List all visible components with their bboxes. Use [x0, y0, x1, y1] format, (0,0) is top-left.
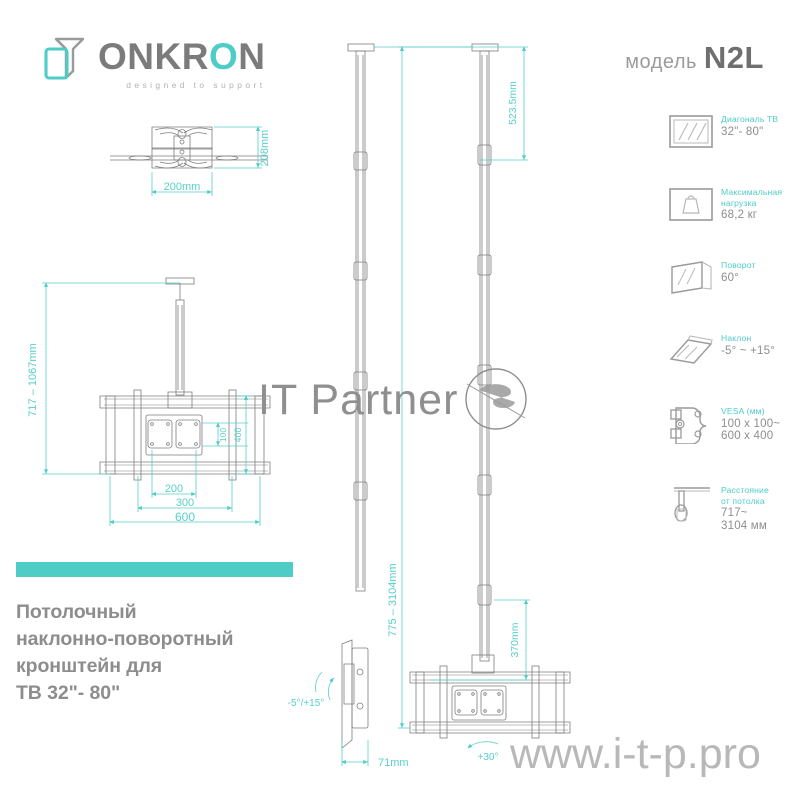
logo-word-accent: O [208, 36, 239, 77]
brand-logo: ONKRON designed to support [42, 36, 265, 90]
angle-swivel-label: +30° [478, 752, 499, 763]
spec-row-swivel: Поворот 60° [668, 258, 798, 310]
model-title: модель N2L [625, 40, 764, 76]
dim-depth-71: 71mm [378, 757, 409, 769]
description-accent-bar [16, 562, 293, 577]
swivel-rotation-icon [671, 261, 712, 294]
spec-row-tilt: Наклон -5° ~ +15° [668, 331, 798, 383]
max-load-weight-icon [669, 188, 713, 221]
spec-label: Диагональ ТВ [721, 114, 779, 124]
dim-total-height: 775 – 3104mm [387, 563, 399, 636]
dim-ceiling-top-523: 523.5mm [507, 81, 519, 125]
tv-diagonal-icon [669, 115, 713, 148]
dim-side-view-height: 717 – 1067mm [27, 343, 39, 416]
spec-value: 717~ 3104 мм [721, 507, 767, 532]
model-word-label: модель [625, 51, 697, 73]
tilt-icon [669, 335, 713, 364]
spec-value: 68,2 кг [721, 209, 758, 221]
dim-top-view-width: 200mm [164, 181, 201, 193]
watermark-it-partner: IT Partner [258, 376, 459, 424]
spec-row-max-load: Максимальная нагрузка 68,2 кг [668, 185, 798, 237]
logo-wordmark: ONKRON [98, 38, 265, 75]
dim-rail-width-300: 300 [176, 497, 194, 509]
logo-word-part1: ONKR [98, 36, 209, 77]
dim-top-view-height: 208mm [259, 130, 271, 167]
logo-tagline: designed to support [126, 80, 266, 90]
vesa-plate-icon [670, 407, 707, 444]
spec-label: Наклон [721, 333, 752, 343]
spec-row-vesa: VESA (мм) 100 x 100~ 600 x 400 [668, 404, 798, 462]
dim-rail-height-400: 400 [233, 427, 243, 442]
description-text: Потолочный наклонно-поворотный кронштейн… [16, 601, 234, 704]
spec-row-ceiling-distance: Расстояние от потолка 717~ 3104 мм [668, 483, 798, 545]
model-name-value: N2L [703, 40, 764, 75]
ceiling-distance-icon [674, 487, 710, 522]
dim-bracket-370: 370mm [509, 622, 521, 657]
dim-total-width-600: 600 [175, 510, 195, 524]
product-description: Потолочный наклонно-поворотный кронштейн… [16, 562, 293, 707]
logo-word-part2: N [238, 36, 266, 77]
dim-vesa-height-100: 100 [218, 428, 228, 442]
angle-tilt-label: -5°/+15° [288, 698, 325, 709]
watermark-url: www.i-t-p.pro [510, 730, 761, 778]
spec-label: VESA (мм) [721, 406, 765, 416]
spec-value: 60° [721, 271, 739, 284]
spec-value: 100 x 100~ 600 x 400 [721, 417, 781, 443]
dim-vesa-width-200: 200 [165, 483, 183, 495]
spec-label: Максимальная нагрузка [721, 187, 783, 208]
spec-value: 32"- 80" [721, 125, 764, 138]
swoosh-circle-icon [465, 368, 527, 430]
spec-label: Поворот [721, 260, 756, 270]
spec-value: -5° ~ +15° [721, 344, 776, 357]
cube-logo-icon [44, 37, 85, 80]
spec-row-tv-diagonal: Диагональ ТВ 32"- 80" [668, 112, 798, 164]
specifications-list: Диагональ ТВ 32"- 80" Максимальная нагру… [668, 112, 798, 566]
spec-label: Расстояние от потолка [721, 485, 769, 506]
